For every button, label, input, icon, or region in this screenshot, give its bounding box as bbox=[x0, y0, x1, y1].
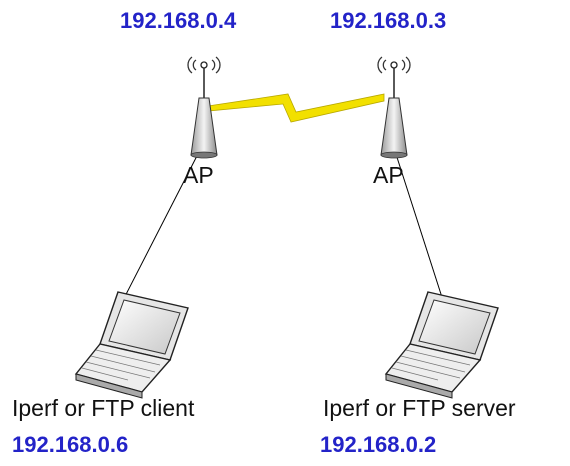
server-ip: 192.168.0.2 bbox=[320, 432, 437, 457]
access-point-left-icon bbox=[187, 56, 221, 159]
ap-right-ip: 192.168.0.3 bbox=[330, 8, 447, 33]
laptop-server-icon bbox=[384, 291, 499, 399]
link-right-ap-to-server bbox=[393, 147, 449, 317]
wifi-signal-icon bbox=[187, 56, 221, 74]
laptop-client-icon bbox=[74, 291, 189, 399]
wireless-link-lightning-bolt-icon bbox=[207, 93, 385, 123]
link-left-ap-to-client bbox=[117, 149, 201, 311]
client-role-label: Iperf or FTP client bbox=[12, 395, 195, 421]
ap-right-label: AP bbox=[373, 162, 404, 188]
ap-left-label: AP bbox=[183, 162, 214, 188]
client-ip: 192.168.0.6 bbox=[12, 432, 129, 457]
ap-left-ip: 192.168.0.4 bbox=[120, 8, 237, 33]
server-role-label: Iperf or FTP server bbox=[323, 395, 516, 421]
access-point-right-icon bbox=[377, 56, 411, 159]
wifi-signal-icon bbox=[377, 56, 411, 74]
